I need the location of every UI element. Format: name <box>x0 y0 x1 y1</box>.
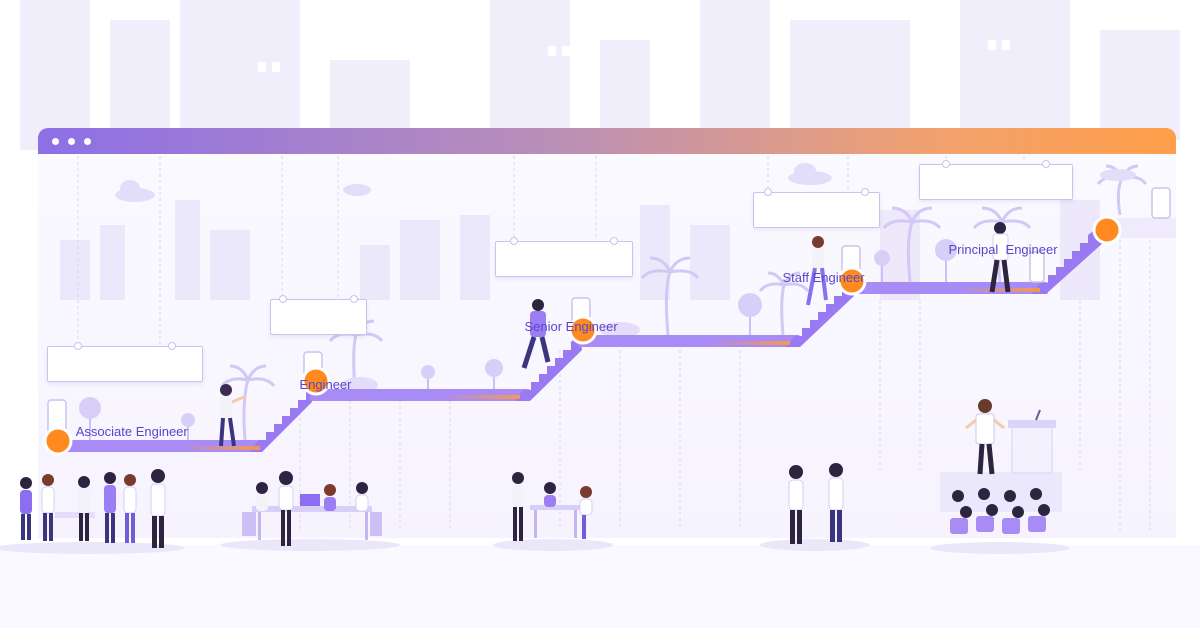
podium-icon <box>940 399 1062 512</box>
palm-tree-icon <box>220 164 1148 441</box>
people-illustration <box>20 463 1050 548</box>
tree-icon <box>79 239 957 440</box>
browser-dot-icon <box>52 138 59 145</box>
people-illustration <box>219 222 1011 447</box>
level-label-text: Engineer <box>299 377 352 392</box>
level-label-associate-engineer: Associate Engineer <box>47 342 203 439</box>
level-label-staff-engineer: Staff Engineer <box>753 188 880 285</box>
browser-dot-icon <box>84 138 91 145</box>
browser-dot-icon <box>68 138 75 145</box>
level-label-principal-engineer: Principal Engineer <box>919 160 1073 257</box>
level-label-engineer: Engineer <box>270 295 367 392</box>
level-label-text: Staff Engineer <box>782 270 865 285</box>
milestone-marker-icon <box>43 215 1122 456</box>
level-label-text: Principal Engineer <box>948 242 1058 257</box>
level-label-senior-engineer: Senior Engineer <box>495 237 633 334</box>
browser-title-bar <box>38 128 1176 154</box>
level-label-text: Senior Engineer <box>524 319 618 334</box>
level-label-text: Associate Engineer <box>75 424 188 439</box>
